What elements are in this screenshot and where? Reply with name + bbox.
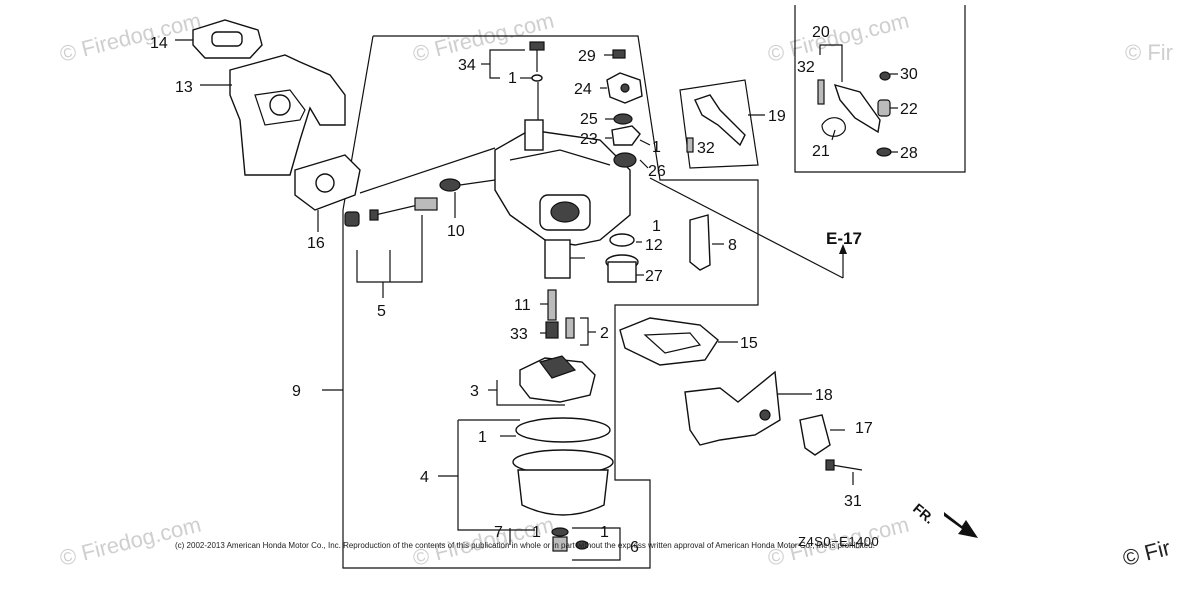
callout: 12 xyxy=(645,237,663,254)
callout: 28 xyxy=(900,145,918,162)
direction-arrow: FR. xyxy=(910,500,978,538)
callout: 6 xyxy=(630,539,639,556)
direction-label: FR. xyxy=(910,500,938,527)
callout: 1 xyxy=(532,524,541,541)
callout: 26 xyxy=(648,163,666,180)
callout: 1 xyxy=(652,139,661,156)
callout: 1 xyxy=(508,70,517,87)
callout: 18 xyxy=(815,387,833,404)
pointer-e17 xyxy=(649,177,847,279)
callout: 1 xyxy=(652,218,661,235)
part-gasket-15 xyxy=(619,317,738,366)
callout: 21 xyxy=(812,143,830,160)
part-jets-11-33-2 xyxy=(540,289,596,346)
callout: 25 xyxy=(580,111,598,128)
callout: 14 xyxy=(150,35,168,52)
part-valve-12-27 xyxy=(605,233,644,283)
watermark-text: © Firedog.com xyxy=(765,8,911,67)
callout: 30 xyxy=(900,66,918,83)
callout: 31 xyxy=(844,493,862,510)
part-screw-10 xyxy=(439,178,496,218)
callout: 13 xyxy=(175,79,193,96)
callout: 33 xyxy=(510,326,528,343)
part-float-chamber-4 xyxy=(438,417,621,561)
copyright-notice: (c) 2002-2013 American Honda Motor Co., … xyxy=(175,541,875,550)
watermark-text: © Fir xyxy=(1125,40,1173,65)
part-stack-top xyxy=(600,49,651,169)
watermark-text: © Fir xyxy=(1120,535,1173,571)
callout: 34 xyxy=(458,57,476,74)
part-lever-19 xyxy=(679,79,765,169)
diagram-code: Z4S0−E1400 xyxy=(798,534,879,549)
part-gasket-16 xyxy=(294,147,496,232)
watermark-text: © Firedog.com xyxy=(57,8,203,67)
reference-label: E-17 xyxy=(826,229,862,248)
callout: 32 xyxy=(797,59,815,76)
callout: 1 xyxy=(600,524,609,541)
part-insulator-13 xyxy=(200,54,346,176)
callout: 24 xyxy=(574,81,592,98)
callout: 3 xyxy=(470,383,479,400)
callout: 32 xyxy=(697,140,715,157)
assembly-outline xyxy=(322,35,759,569)
callout: 1 xyxy=(478,429,487,446)
part-group-20 xyxy=(794,5,966,173)
callout: 9 xyxy=(292,383,301,400)
callout: 2 xyxy=(600,325,609,342)
callout: 17 xyxy=(855,420,873,437)
callout: 4 xyxy=(420,469,429,486)
callout: 5 xyxy=(377,303,386,320)
part-screw-31 xyxy=(825,459,863,485)
part-float-pin-8 xyxy=(689,214,724,271)
watermark-text: © Firedog.com xyxy=(410,8,556,67)
part-screw-34 xyxy=(481,41,545,82)
part-clamp-17 xyxy=(799,414,845,456)
callout: 19 xyxy=(768,108,786,125)
part-gasket-14 xyxy=(175,19,263,59)
callout: 8 xyxy=(728,237,737,254)
callout: 23 xyxy=(580,131,598,148)
callout: 15 xyxy=(740,335,758,352)
callout: 7 xyxy=(494,524,503,541)
callout-numbers: 14 13 16 5 10 9 34 1 29 24 25 23 1 26 32… xyxy=(150,24,918,556)
callout: 27 xyxy=(645,268,663,285)
callout: 29 xyxy=(578,48,596,65)
part-float-3 xyxy=(488,355,596,406)
callout: 16 xyxy=(307,235,325,252)
callout: 20 xyxy=(812,24,830,41)
part-screw-set-5 xyxy=(356,197,438,298)
callout: 10 xyxy=(447,223,465,240)
part-bracket-18 xyxy=(684,370,812,446)
part-carburetor-body xyxy=(494,82,631,279)
callout: 22 xyxy=(900,101,918,118)
callout: 11 xyxy=(514,297,531,314)
